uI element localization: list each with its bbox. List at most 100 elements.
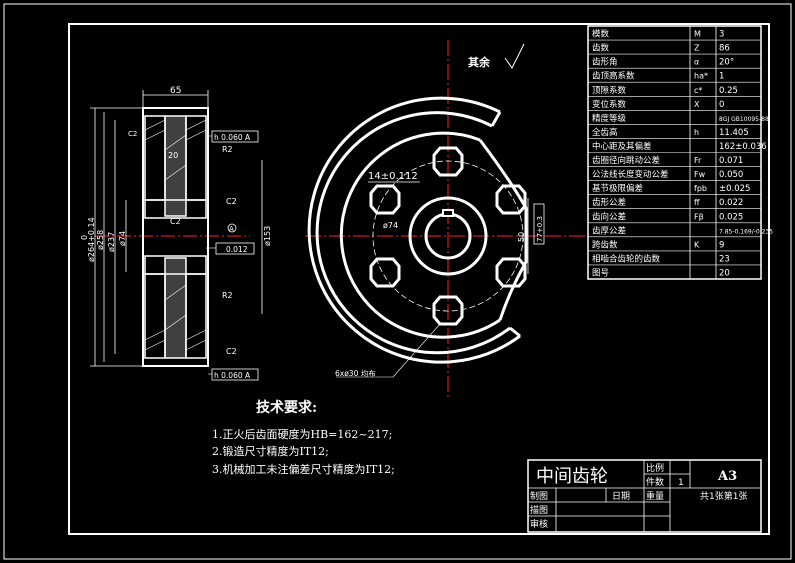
- param-symbol: Fβ: [694, 212, 704, 221]
- param-value: ±0.025: [719, 184, 750, 194]
- hub-circle: [408, 196, 488, 276]
- param-name: 基节极限偏差: [592, 183, 643, 194]
- trace-label: 描图: [530, 504, 548, 516]
- param-name: 跨齿数: [592, 239, 618, 250]
- chamfer-3: C2: [226, 347, 237, 356]
- chamfer-2: C2: [170, 217, 181, 226]
- keyway-depth-frame: [533, 203, 545, 245]
- param-symbol: ha*: [694, 72, 708, 81]
- param-symbol: α: [694, 58, 699, 67]
- param-symbol: Fr: [694, 156, 702, 165]
- runout-frame-bottom: [211, 368, 259, 381]
- section-view: 65 0 ø264+0.14 ø258 ø237 ø74 ø153 20 R2 …: [80, 86, 272, 381]
- param-name: 公法线长度变动公差: [592, 169, 669, 180]
- param-name: 中心距及其偏差: [592, 141, 652, 152]
- param-name: 图号: [592, 269, 609, 279]
- param-value: 20: [719, 269, 730, 279]
- rim-inner-arc: [339, 131, 501, 339]
- hole-pitch-circle: [372, 160, 524, 312]
- param-name: 变位系数: [592, 99, 627, 110]
- hole-2: [432, 295, 464, 326]
- param-value: 7.85-0.169/-0.235: [719, 228, 773, 235]
- param-name: 齿数: [592, 43, 610, 54]
- param-symbol: Fw: [694, 170, 706, 179]
- param-name: 齿形公差: [592, 197, 626, 208]
- keyway-width: 14±0.112: [368, 171, 418, 182]
- bore-diameter: ø74: [118, 231, 127, 246]
- tip-dia-prefix: 0: [80, 235, 89, 240]
- param-symbol: h: [694, 128, 699, 137]
- hub-diameter: ø153: [263, 226, 272, 246]
- title-block: 中间齿轮 比例 件数 1 A3 制图 日期 重量 共1张第1张 描图 审核: [527, 459, 762, 533]
- tech-item-2: 2.锻造尺寸精度为IT12;: [212, 444, 329, 458]
- param-value: 0.025: [719, 212, 743, 222]
- tech-title: 技术要求:: [256, 399, 317, 416]
- param-name: 精度等级: [592, 113, 627, 124]
- hole-5: [495, 184, 527, 215]
- param-value: 0.25: [719, 86, 738, 96]
- hole-6: [495, 257, 527, 288]
- part-name: 中间齿轮: [536, 466, 608, 487]
- web-hatch-lower: [164, 257, 187, 359]
- inner-border: [68, 23, 770, 535]
- width-dimension: 65: [170, 86, 181, 96]
- param-value: 0.022: [719, 198, 743, 208]
- param-symbol: fpb: [694, 184, 707, 193]
- param-name: 顶隙系数: [592, 85, 627, 96]
- param-name: 齿形角: [592, 57, 618, 68]
- runout-bottom: h 0.060 A: [214, 371, 251, 380]
- param-name: 模数: [592, 29, 610, 40]
- weight-label: 重量: [646, 490, 664, 502]
- circle-74: ø74: [383, 221, 398, 230]
- root-diameter: ø237: [107, 232, 116, 252]
- surface-finish-note: 其余: [468, 55, 491, 69]
- param-value: 3: [719, 30, 724, 40]
- tip-circle-arc: [307, 96, 521, 364]
- param-name: 齿圈径向跳动公差: [592, 155, 660, 166]
- param-name: 齿厚公差: [592, 225, 626, 236]
- keyway: [442, 209, 454, 217]
- front-view: 14±0.112 ø74 50 77+0.3 6xø30 均布 其余: [305, 40, 585, 400]
- datum-label: A: [229, 225, 234, 233]
- outer-border: [3, 3, 792, 560]
- param-value: 1: [719, 72, 724, 82]
- hole-1: [432, 146, 464, 177]
- flatness-value: 0.012: [226, 245, 248, 254]
- param-name: 齿向公差: [592, 211, 626, 222]
- runout-top: h 0.060 A: [214, 133, 251, 142]
- root-circle-arc: [315, 111, 511, 355]
- keyway-depth: 77+0.3: [536, 216, 544, 242]
- param-name: 相啮合齿轮的齿数: [592, 253, 661, 264]
- qty-label: 件数: [646, 476, 664, 488]
- param-symbol: Z: [694, 44, 700, 53]
- review-label: 审核: [530, 518, 548, 530]
- param-symbol: ff: [694, 198, 700, 207]
- radius-lower: R2: [222, 291, 233, 300]
- param-value: 20°: [719, 58, 734, 68]
- chamfer-1: C2: [226, 197, 237, 206]
- tip-diameter: ø264+0.14: [87, 217, 96, 262]
- chamfer-4: C2: [128, 130, 137, 138]
- web-hatch-upper: [164, 115, 187, 217]
- qty-value: 1: [678, 478, 684, 488]
- param-symbol: c*: [694, 86, 702, 95]
- sheet-size: A3: [717, 469, 737, 484]
- runout-frame-top: [211, 130, 259, 143]
- param-value: 23: [719, 254, 730, 264]
- param-value: 0.050: [719, 170, 743, 180]
- param-symbol: K: [694, 240, 700, 249]
- param-value: 86: [719, 44, 730, 54]
- scale-label: 比例: [646, 462, 664, 474]
- param-value: 0: [719, 100, 724, 110]
- param-value: 9: [719, 240, 724, 250]
- surface-finish-symbol: [504, 43, 525, 69]
- datum-symbol: [227, 223, 237, 233]
- param-symbol: X: [694, 100, 700, 109]
- radius-upper: R2: [222, 145, 233, 154]
- hole-4: [369, 257, 401, 288]
- param-value: 162±0.036: [719, 142, 767, 152]
- cut-edge: [478, 139, 528, 321]
